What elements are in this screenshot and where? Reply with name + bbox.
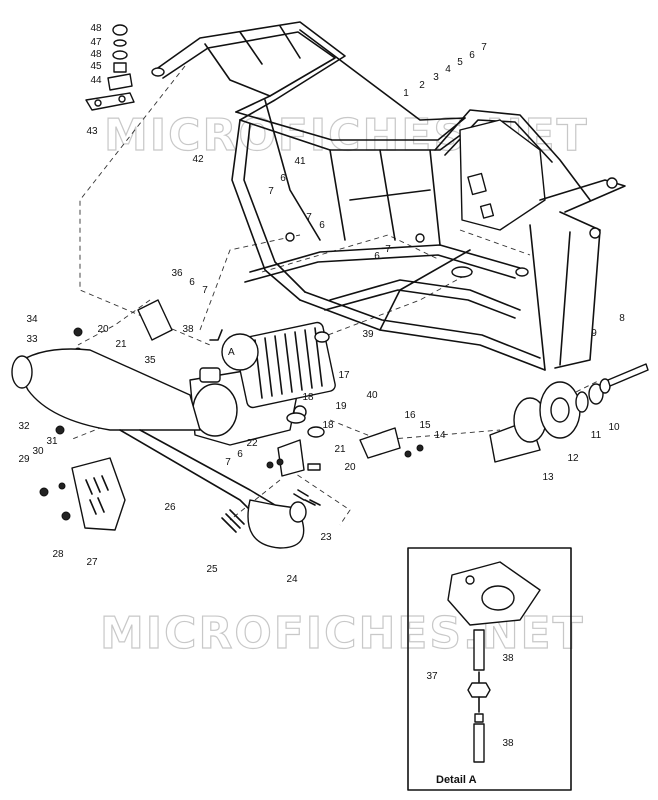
- callout-11: 11: [591, 430, 602, 441]
- callout-13: 13: [542, 472, 554, 483]
- callout-17: 17: [338, 370, 350, 381]
- callout-9: 9: [591, 328, 597, 339]
- detail-a-title: Detail A: [436, 774, 477, 786]
- callout-18: 18: [322, 420, 334, 431]
- callout-6: 6: [469, 50, 475, 61]
- callout-44: 44: [90, 75, 102, 86]
- callout-5: 5: [457, 57, 463, 68]
- callout-38: 38: [502, 653, 514, 664]
- callout-6: 6: [374, 251, 380, 262]
- callout-4: 4: [445, 64, 451, 75]
- exhaust-system: [11, 348, 309, 549]
- callout-20: 20: [344, 462, 356, 473]
- callout-10: 10: [608, 422, 620, 433]
- callout-7: 7: [225, 457, 231, 468]
- callout-39: 39: [362, 329, 374, 340]
- callout-15: 15: [419, 420, 431, 431]
- frame: [151, 21, 626, 371]
- callout-7: 7: [268, 186, 274, 197]
- callout-7: 7: [306, 212, 312, 223]
- callout-18: 18: [302, 392, 314, 403]
- engine-label: A: [228, 347, 235, 358]
- callout-1: 1: [403, 88, 409, 99]
- callout-7: 7: [481, 42, 487, 53]
- top-mount-stack: [85, 24, 135, 111]
- callout-41: 41: [294, 156, 306, 167]
- callout-labels: 4847484544434212345674176767636673433202…: [18, 23, 625, 749]
- callout-12: 12: [567, 453, 579, 464]
- callout-27: 27: [86, 557, 98, 568]
- engine: A: [189, 321, 336, 446]
- callout-6: 6: [319, 220, 325, 231]
- callout-32: 32: [18, 421, 30, 432]
- callout-6: 6: [189, 277, 195, 288]
- callout-37: 37: [426, 671, 438, 682]
- callout-47: 47: [90, 37, 102, 48]
- callout-34: 34: [26, 314, 38, 325]
- callout-19: 19: [335, 401, 347, 412]
- callout-48: 48: [90, 23, 102, 34]
- callout-7: 7: [385, 244, 391, 255]
- detail-a-box: Detail A: [407, 547, 572, 791]
- callout-22: 22: [246, 438, 258, 449]
- callout-36: 36: [171, 268, 183, 279]
- callout-21: 21: [115, 339, 127, 350]
- callout-6: 6: [280, 173, 286, 184]
- callout-40: 40: [366, 390, 378, 401]
- callout-42: 42: [192, 154, 204, 165]
- callout-28: 28: [52, 549, 64, 560]
- callout-2: 2: [419, 80, 425, 91]
- axle-assembly: [489, 363, 649, 463]
- callout-7: 7: [202, 285, 208, 296]
- callout-43: 43: [86, 126, 98, 137]
- callout-38: 38: [182, 324, 194, 335]
- callout-24: 24: [286, 574, 298, 585]
- callout-3: 3: [433, 72, 439, 83]
- hardware-pieces: [73, 299, 424, 506]
- callout-48: 48: [90, 49, 102, 60]
- callout-14: 14: [434, 430, 446, 441]
- callout-31: 31: [46, 436, 58, 447]
- callout-20: 20: [97, 324, 109, 335]
- callout-26: 26: [164, 502, 176, 513]
- callout-45: 45: [90, 61, 102, 72]
- callout-21: 21: [334, 444, 346, 455]
- callout-33: 33: [26, 334, 38, 345]
- callout-23: 23: [320, 532, 332, 543]
- callout-16: 16: [404, 410, 416, 421]
- assembly-guide-lines: [69, 65, 601, 526]
- callout-30: 30: [32, 446, 44, 457]
- callout-25: 25: [206, 564, 218, 575]
- callout-8: 8: [619, 313, 625, 324]
- callout-6: 6: [237, 449, 243, 460]
- callout-38: 38: [502, 738, 514, 749]
- callout-35: 35: [144, 355, 156, 366]
- callout-29: 29: [18, 454, 30, 465]
